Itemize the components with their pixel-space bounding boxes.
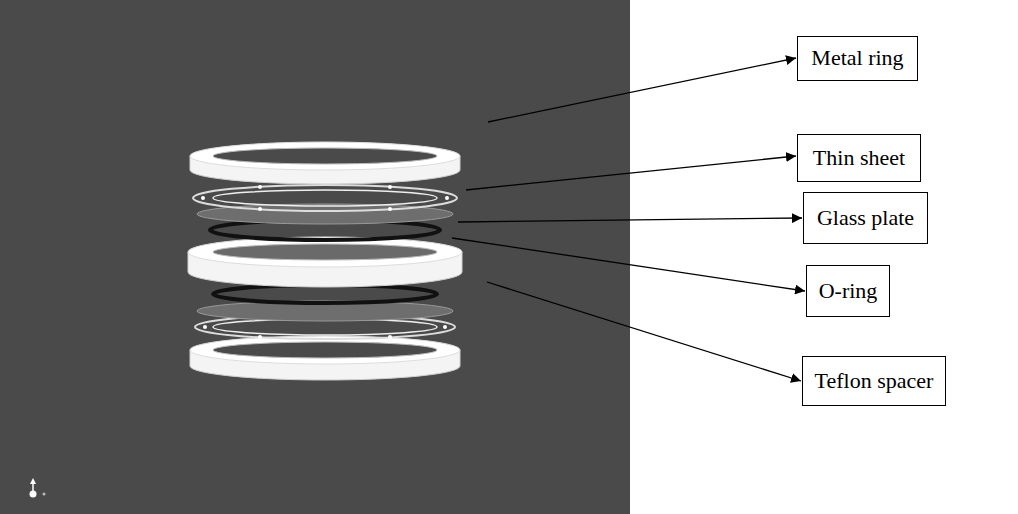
o-ring	[213, 285, 437, 303]
part-label-box: Thin sheet	[797, 134, 921, 182]
metal-ring	[190, 336, 460, 380]
part-label: Thin sheet	[813, 146, 905, 170]
part-label-box: Metal ring	[797, 36, 918, 81]
leader-line	[458, 218, 802, 222]
leader-line	[466, 156, 796, 190]
teflon-spacer	[188, 237, 462, 287]
leader-line	[452, 238, 805, 291]
part-label-box: O-ring	[806, 265, 890, 317]
axis-icon	[30, 478, 46, 498]
metal-ring	[190, 142, 460, 184]
leader-line	[487, 282, 801, 381]
part-label-box: Teflon spacer	[802, 356, 946, 406]
part-label: Glass plate	[817, 206, 914, 230]
thin-sheet	[193, 185, 457, 211]
part-label: O-ring	[819, 279, 878, 303]
part-label: Metal ring	[811, 46, 903, 70]
leader-line	[488, 58, 796, 122]
part-label-box: Glass plate	[803, 192, 928, 244]
render-background	[0, 0, 630, 514]
part-label: Teflon spacer	[815, 369, 934, 393]
